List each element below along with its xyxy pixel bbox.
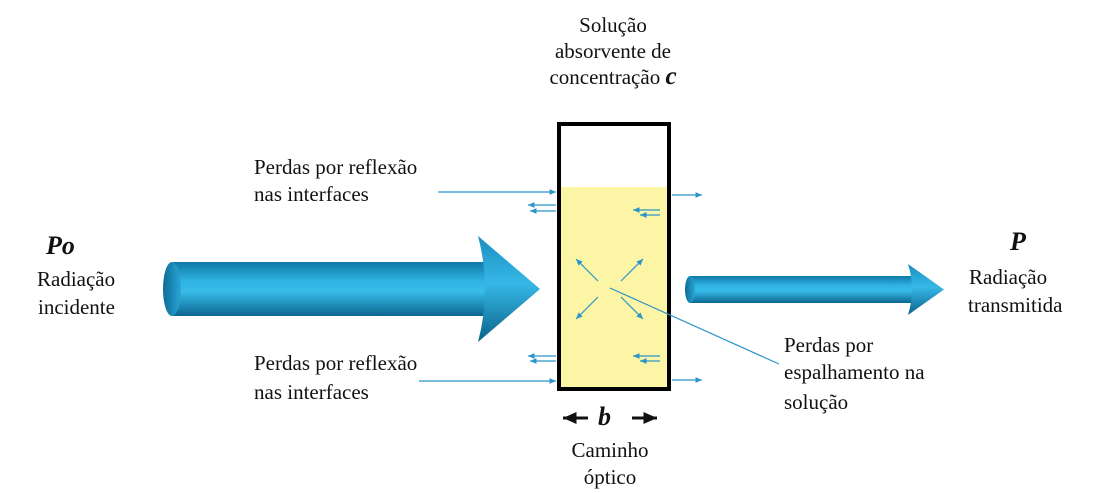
solution-label-line2: absorvente de xyxy=(554,39,672,63)
transmitted-power-symbol: P xyxy=(1010,227,1026,256)
path-length-symbol: b xyxy=(598,402,611,431)
scattering-line1: Perdas por xyxy=(784,333,874,357)
solution-label-line3: concentração xyxy=(549,65,661,89)
solution-label: Solução absorvente de concentração c xyxy=(523,12,703,90)
cuvette xyxy=(557,122,671,391)
incident-label-line1: Radiação xyxy=(37,267,116,291)
reflection-bottom-line2: nas interfaces xyxy=(254,380,369,404)
solution-label-line3-wrap: concentração c xyxy=(523,64,703,90)
path-label-line1: Caminho xyxy=(571,438,649,462)
path-label-line2: óptico xyxy=(583,465,637,489)
transmitted-beam-arrow xyxy=(685,264,944,315)
concentration-symbol: c xyxy=(665,63,677,90)
transmitted-label-line1: Radiação xyxy=(969,265,1048,289)
scattering-line2: espalhamento na xyxy=(784,360,925,384)
reflection-top-line2: nas interfaces xyxy=(254,182,369,206)
scattering-line3: solução xyxy=(784,390,849,414)
incident-beam-arrow xyxy=(163,236,540,342)
incident-power-symbol: Po xyxy=(46,231,75,260)
reflection-bottom-line1: Perdas por reflexão xyxy=(254,351,418,375)
transmitted-label-line2: transmitida xyxy=(968,293,1063,317)
incident-label-line2: incidente xyxy=(38,295,115,319)
scattering-leader xyxy=(609,287,780,365)
reflection-top-line1: Perdas por reflexão xyxy=(254,155,418,179)
solution-label-line1: Solução xyxy=(579,13,647,37)
absorbing-solution xyxy=(560,187,668,388)
scattering-arrows xyxy=(575,258,644,320)
